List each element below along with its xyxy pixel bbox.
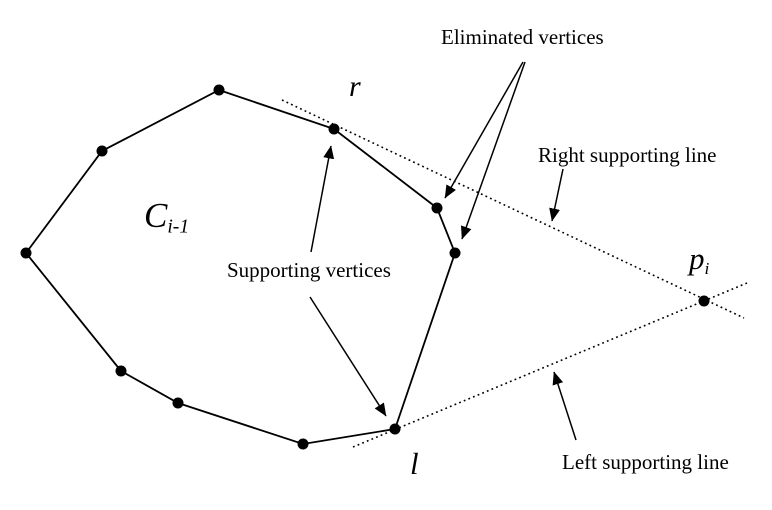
hull-vertex-dot — [213, 84, 225, 96]
hull-name-letter: C — [144, 196, 168, 235]
supporting-vertex-l-arrow — [309, 296, 387, 417]
hull-vertex-dot — [297, 438, 309, 450]
vertex-r-label: r — [349, 70, 361, 103]
right-supporting-line-label: Right supporting line — [538, 143, 717, 167]
eliminated-arrow-upper — [444, 61, 524, 199]
eliminated-vertices-label: Eliminated vertices — [441, 25, 604, 49]
eliminated-arrow-lower — [461, 61, 526, 240]
supporting-vertices-label: Supporting vertices — [227, 258, 391, 282]
hull-name-subscript: i-1 — [167, 216, 190, 238]
eliminated-vertex-dot — [431, 202, 443, 214]
vertex-dots-layer — [20, 84, 710, 450]
left-supporting-line-label: Left supporting line — [562, 450, 729, 474]
hull-vertex-dot — [115, 365, 127, 377]
left-supporting-line — [352, 282, 748, 448]
vertex-l-label: l — [410, 446, 419, 481]
point-pi-subscript: i — [704, 258, 710, 278]
vertex-l-dot — [389, 423, 401, 435]
supporting-lines-layer — [281, 99, 748, 448]
vertex-r-dot — [328, 123, 340, 135]
point-pi-label: pi — [689, 243, 709, 277]
hull-vertex-dot — [20, 247, 32, 259]
right-supporting-line — [281, 99, 745, 319]
left-supporting-line-arrow — [552, 371, 577, 441]
point-pi-letter: p — [689, 241, 705, 276]
right-supporting-line-arrow — [549, 168, 564, 222]
point-pi-dot — [698, 295, 710, 307]
supporting-vertex-r-arrow — [310, 145, 335, 253]
eliminated-vertex-dot — [449, 247, 461, 259]
annotation-arrows-layer — [309, 61, 577, 441]
hull-vertex-dot — [96, 145, 108, 157]
hull-vertex-dot — [172, 397, 184, 409]
hull-name-label: Ci-1 — [144, 198, 189, 237]
